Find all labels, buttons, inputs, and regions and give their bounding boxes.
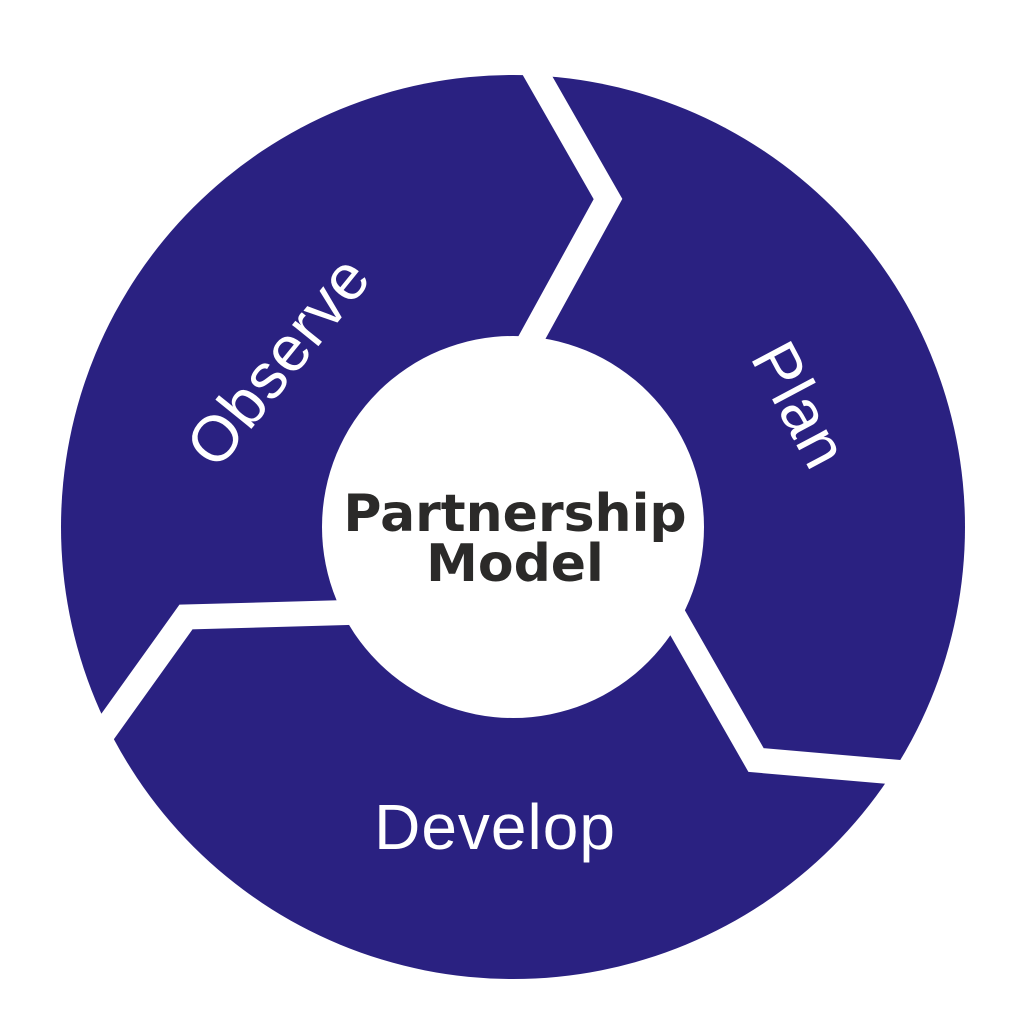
chevron-gap-develop-to-observe — [59, 599, 366, 787]
center-label-line2: Model — [426, 534, 604, 594]
chevron-gap-observe-to-plan — [505, 31, 623, 359]
center-label-line1: Partnership — [343, 484, 686, 544]
chevron-gap-plan-to-develop — [657, 599, 954, 790]
segment-label-develop: Develop — [374, 791, 616, 863]
center-hub-circle — [322, 336, 704, 718]
